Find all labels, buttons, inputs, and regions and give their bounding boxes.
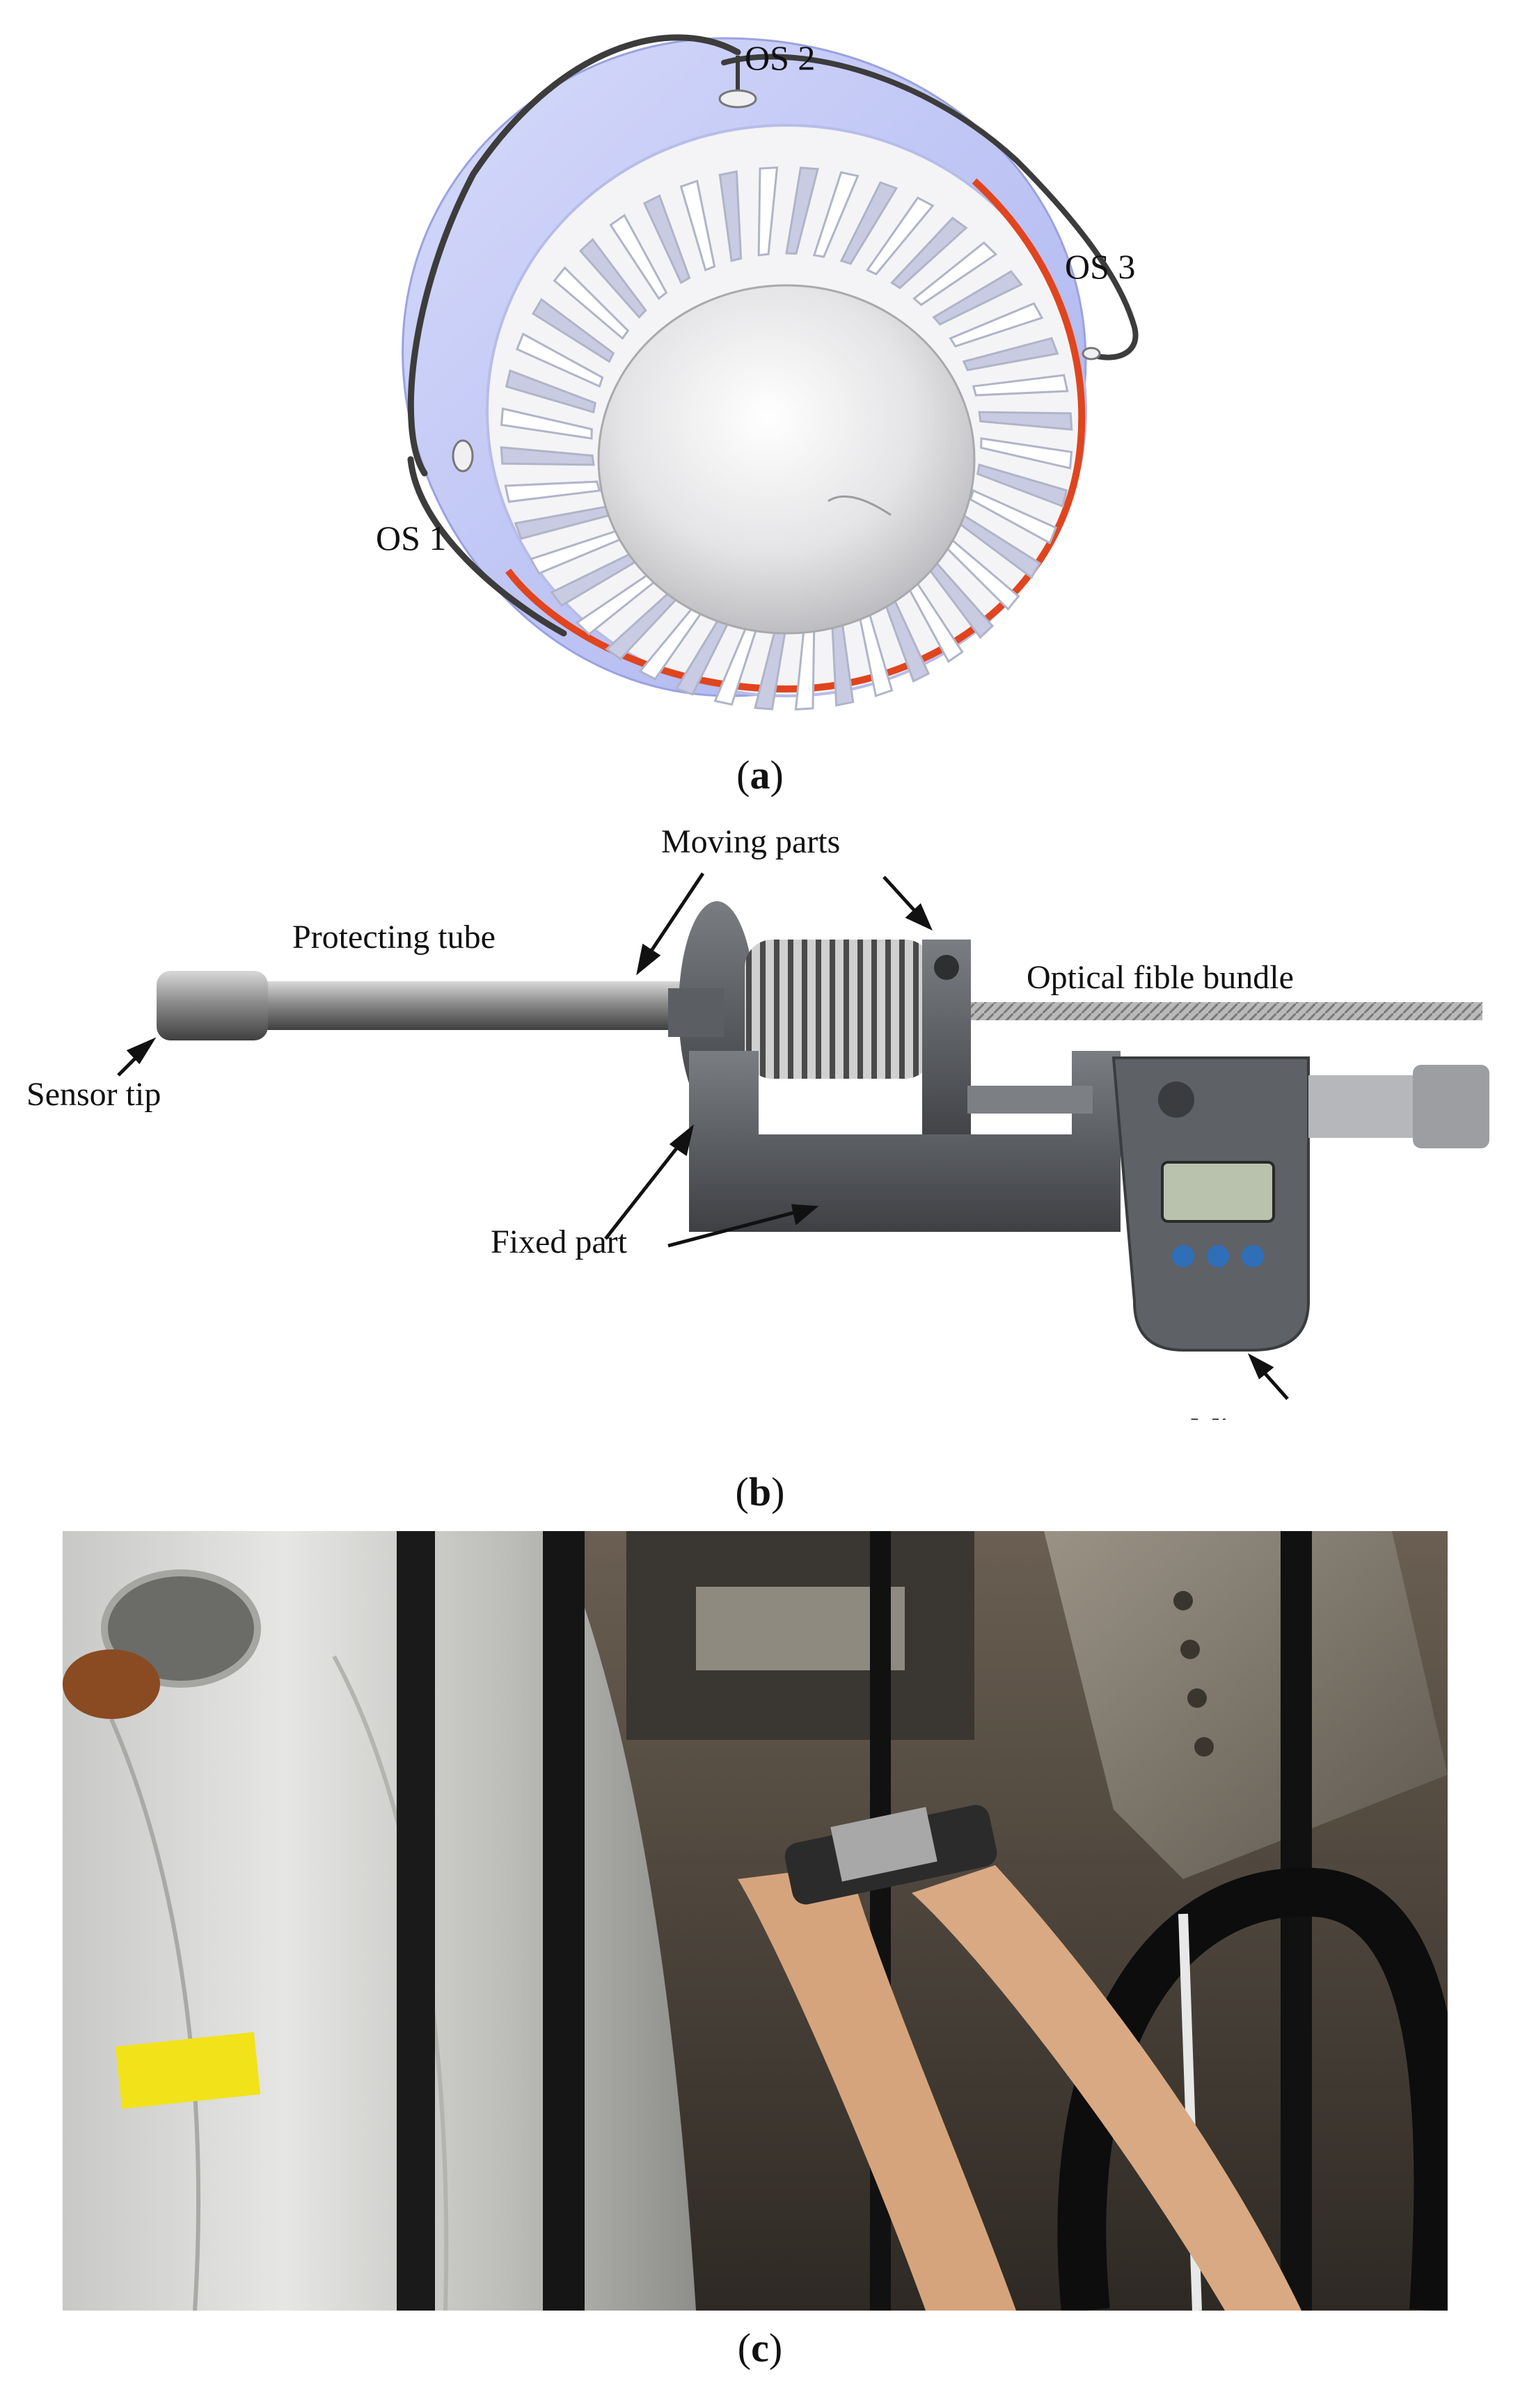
fan-blade <box>912 241 998 306</box>
fan-blade <box>500 407 593 440</box>
fan-blade <box>504 480 601 503</box>
micrometre-button-3 <box>1242 1245 1264 1267</box>
fan-blade <box>978 411 1073 431</box>
micrometre-button-2 <box>1207 1245 1229 1267</box>
annotation-arrows <box>117 872 1289 1400</box>
caption-c: (c) <box>737 2325 783 2370</box>
fan-blade <box>531 298 615 363</box>
fan-blade <box>642 194 691 285</box>
micrometre-button-1 <box>1172 1245 1194 1267</box>
flange-collar <box>668 988 724 1037</box>
spinner-tip <box>828 495 892 516</box>
fan-blade <box>757 166 779 257</box>
fan-blade <box>718 170 743 262</box>
panel-b-probe-holder: Moving parts Protecting tube Optical fib… <box>26 823 1489 1420</box>
fan-blade <box>553 266 630 340</box>
fan-blade <box>866 196 935 276</box>
fan-blade <box>515 332 604 388</box>
guide-rod <box>967 1086 1093 1114</box>
label-fixed-part: Fixed part <box>491 1223 628 1260</box>
micrometre-display <box>1161 1161 1275 1223</box>
cable-4 <box>1281 1531 1312 2311</box>
caption-a: (a) <box>736 752 784 798</box>
micrometre-sleeve <box>1308 1075 1413 1138</box>
sensor-os3 <box>1082 347 1101 361</box>
micrometre-thimble <box>1413 1065 1489 1148</box>
sensor-cable-top <box>721 54 1139 361</box>
compression-spring <box>745 940 933 1079</box>
moving-block-screw <box>934 955 959 980</box>
yellow-tape <box>115 2031 261 2109</box>
fan-blades <box>500 166 1073 711</box>
sensor-cable-os1 <box>407 34 741 477</box>
label-optical-bundle: Optical fible bundle <box>1027 959 1294 996</box>
sensor-cable-loop <box>407 456 567 637</box>
arm-left <box>738 1865 1016 2311</box>
fan-blade <box>839 181 898 265</box>
label-moving-parts: Moving parts <box>661 823 840 860</box>
optical-fibre-bundle <box>940 1002 1482 1020</box>
label-os2: OS 2 <box>745 38 815 77</box>
fan-blade <box>969 489 1058 545</box>
fan-blade <box>679 180 716 272</box>
label-sensor-tip: Sensor tip <box>26 1076 161 1113</box>
fan-blade <box>976 463 1068 508</box>
label-os3: OS 3 <box>1065 247 1135 286</box>
fan-blade <box>962 337 1059 372</box>
cable-1 <box>397 1531 435 2311</box>
sensor-os2 <box>718 89 757 109</box>
sensor-tip-body <box>157 971 268 1040</box>
spinner-hub <box>597 284 976 635</box>
fan-blade <box>812 171 860 258</box>
sensor-os1 <box>452 439 474 473</box>
fan-blade <box>980 437 1073 470</box>
fan-blade <box>505 369 596 414</box>
protecting-tube <box>160 981 717 1030</box>
fan-blade <box>578 237 647 319</box>
label-os1: OS 1 <box>376 518 446 557</box>
sensor-port <box>101 1569 261 1688</box>
label-micrometre: Micrometre <box>1190 1411 1348 1420</box>
fan-blade <box>890 216 968 290</box>
fan-blade <box>500 446 595 466</box>
caption-b: (b) <box>735 1469 785 1514</box>
fan-blade <box>972 374 1069 397</box>
panel-c-installation-photo <box>63 1531 1448 2311</box>
cable-2 <box>543 1531 585 2311</box>
mounting-plate <box>1044 1531 1448 1879</box>
fan-blade <box>949 302 1044 348</box>
engine-casing <box>63 1531 696 2311</box>
panel-a-fan-diagram: OS 1 OS 2 OS 3 <box>376 34 1139 711</box>
fan-blade <box>785 166 819 255</box>
fan-blade <box>609 214 668 301</box>
fixed-base <box>689 1051 1121 1232</box>
arm-right <box>912 1865 1301 2311</box>
fan-blade <box>932 269 1023 326</box>
micrometre-lock <box>1158 1082 1194 1118</box>
label-protecting-tube: Protecting tube <box>292 919 496 956</box>
